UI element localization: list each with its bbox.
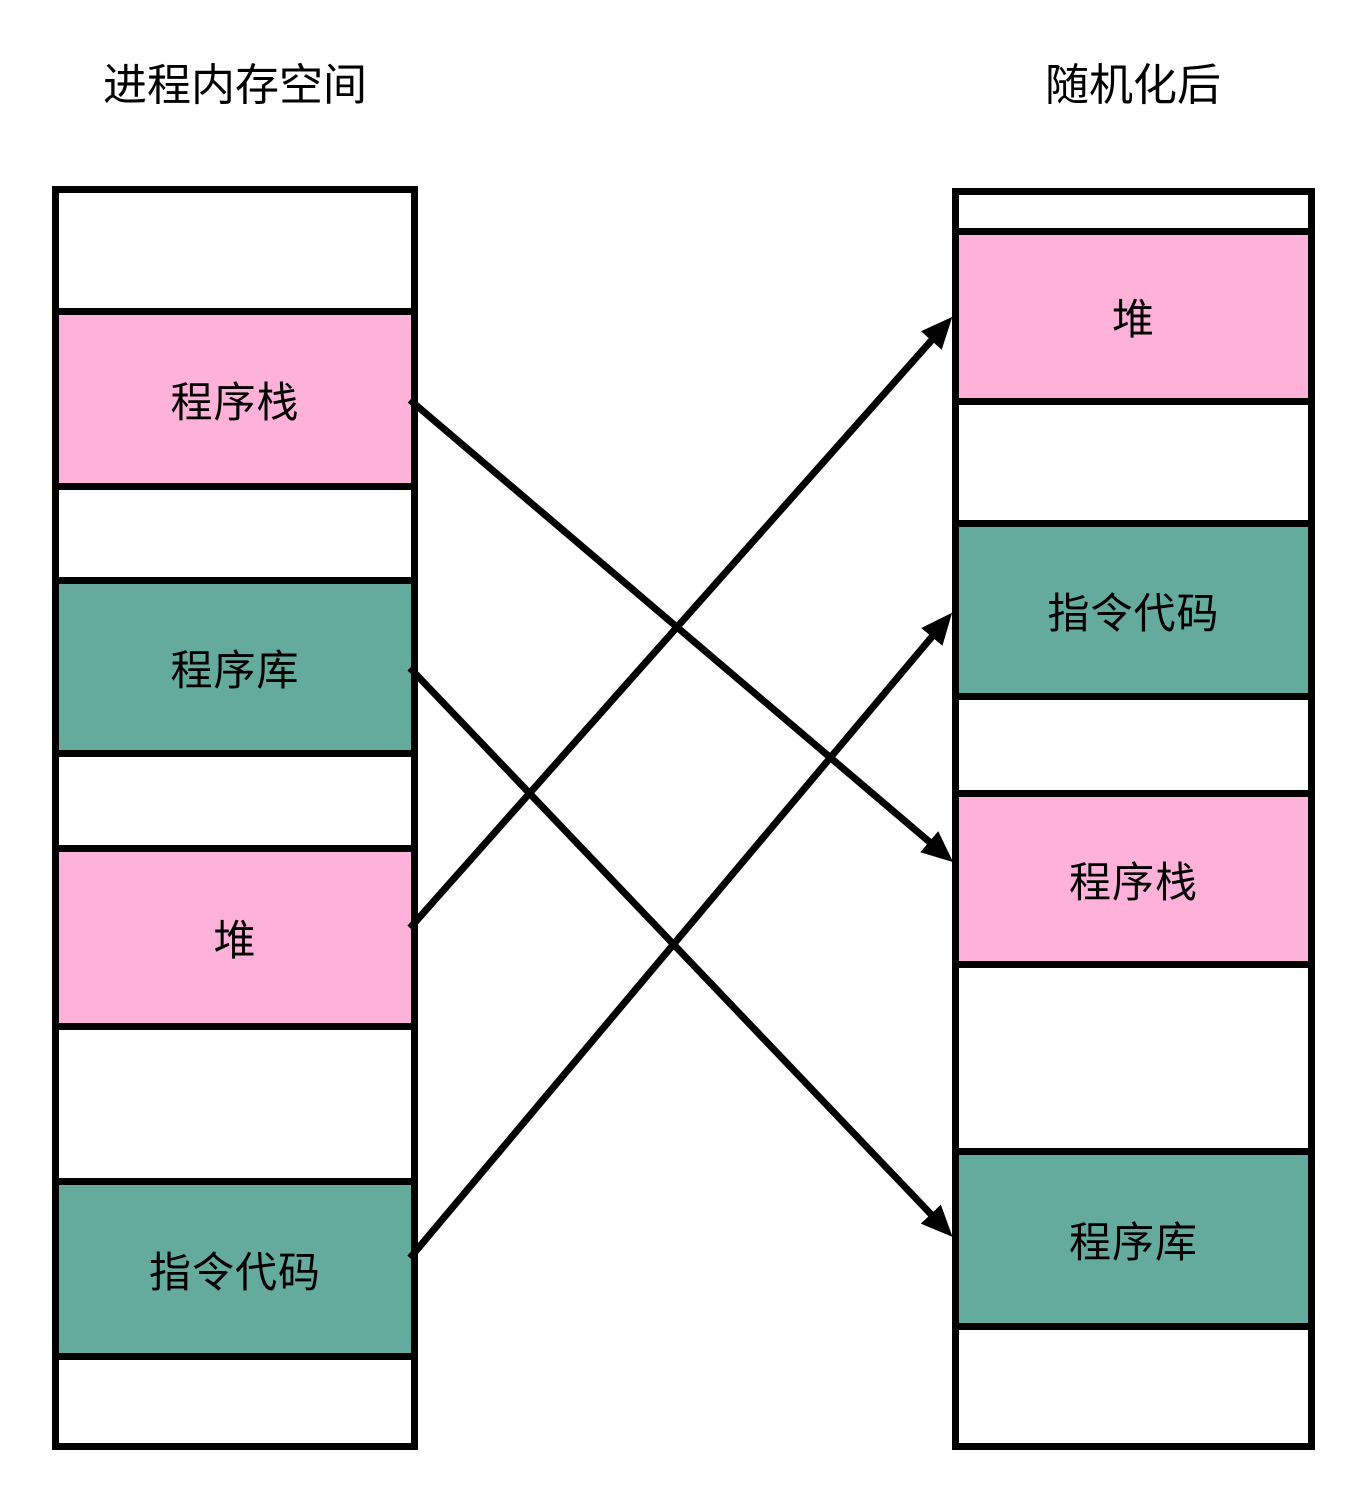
arrow-library-mapping [407,665,953,1237]
memory-segment-green: 程序库 [52,577,418,757]
left-column-title: 进程内存空间 [103,61,367,110]
memory-segment-pink: 堆 [952,228,1315,405]
memory-segment-pink: 堆 [52,845,418,1030]
arrow-code-mapping [407,612,953,1261]
memory-segment-green: 指令代码 [52,1178,418,1360]
memory-column-original: 程序栈程序库堆指令代码 [52,186,418,1450]
memory-segment-pink: 程序栈 [952,790,1315,968]
memory-segment-green: 程序库 [952,1148,1315,1330]
memory-column-randomized: 堆指令代码程序栈程序库 [952,188,1315,1450]
memory-segment-green: 指令代码 [952,520,1315,700]
arrow-stack-mapping [407,397,954,863]
memory-segment-pink: 程序栈 [52,308,418,490]
arrow-heap-mapping [407,316,953,931]
right-column-title: 随机化后 [1045,61,1221,110]
